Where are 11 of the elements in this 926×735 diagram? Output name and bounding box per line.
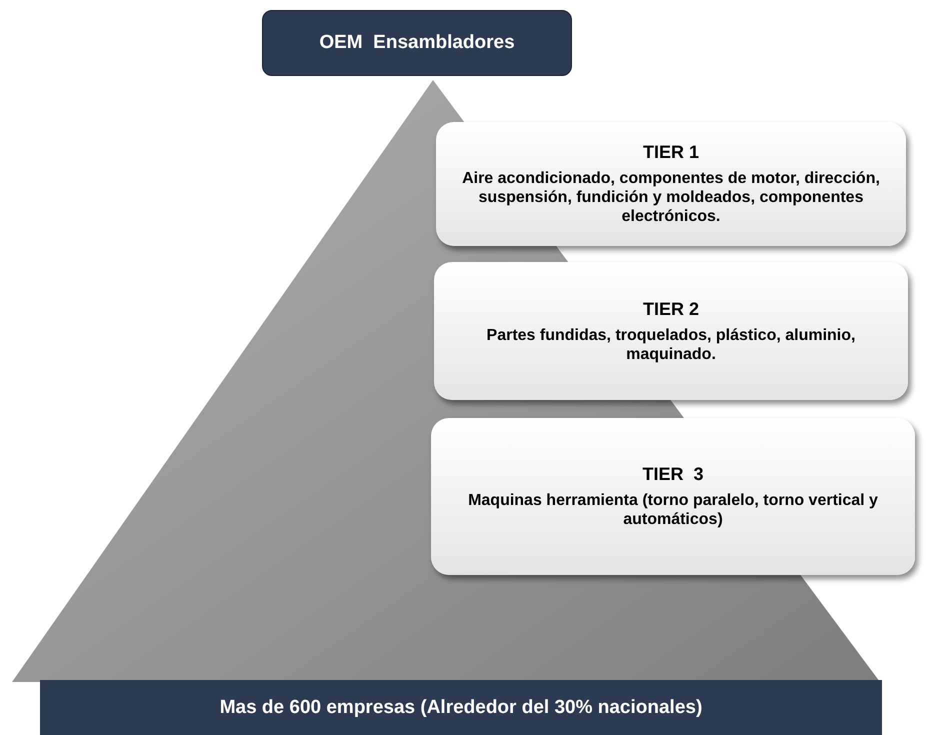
- tier-description: Aire acondicionado, componentes de motor, dirección, suspensión, fundición y moldeados, componentes electrónicos.: [461, 169, 881, 226]
- tier-card: [436, 122, 906, 246]
- base-banner: Mas de 600 empresas (Alrededor del 30% nacionales): [40, 680, 882, 735]
- tier-description: Partes fundidas, troquelados, plástico, aluminio, maquinado.: [486, 326, 856, 364]
- tier-description: Maquinas herramienta (torno paralelo, torno vertical y automáticos): [467, 491, 879, 529]
- title-box: OEM Ensambladores: [262, 10, 572, 76]
- tier-heading: TIER 2: [642, 298, 699, 320]
- tier-card: [431, 418, 915, 575]
- tier-card: [434, 262, 908, 400]
- tier-heading: TIER 3: [642, 464, 704, 485]
- tier-heading: TIER 1: [642, 142, 699, 163]
